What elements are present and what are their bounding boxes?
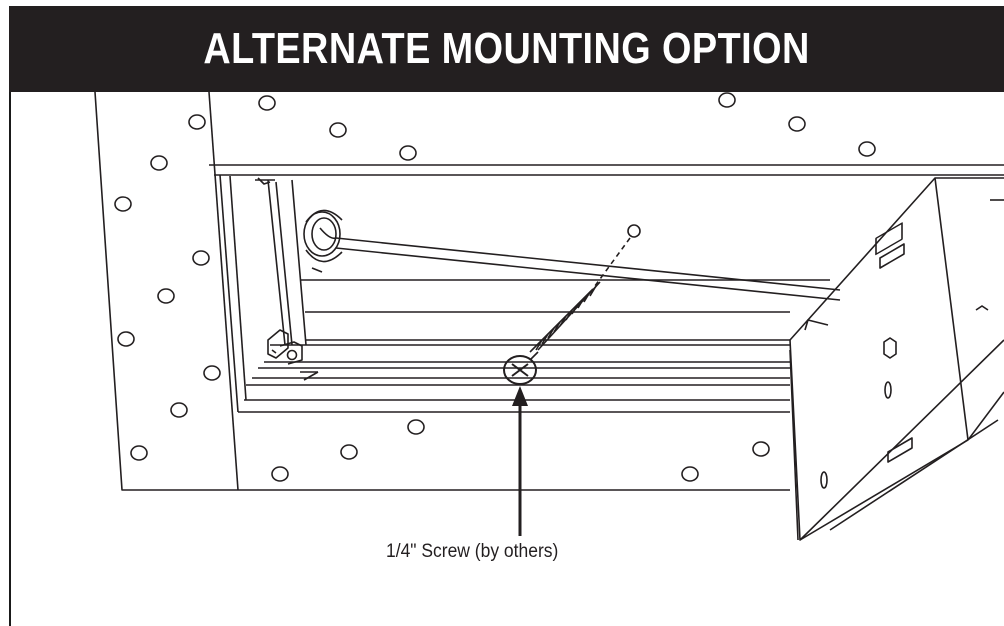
title-bar: ALTERNATE MOUNTING OPTION [9, 6, 1004, 92]
screw [503, 224, 641, 385]
diagram-frame [9, 6, 1004, 626]
wall-panel [94, 91, 1004, 491]
mounting-holes [114, 92, 876, 482]
fixture-housing [789, 177, 1004, 541]
page-title: ALTERNATE MOUNTING OPTION [203, 24, 810, 73]
conduit-connector [303, 209, 343, 273]
flex-cable [319, 227, 841, 301]
bracket [267, 329, 319, 381]
callout-arrow [512, 386, 528, 536]
opening [219, 174, 830, 413]
screw-callout-label: 1/4" Screw (by others) [386, 541, 559, 562]
